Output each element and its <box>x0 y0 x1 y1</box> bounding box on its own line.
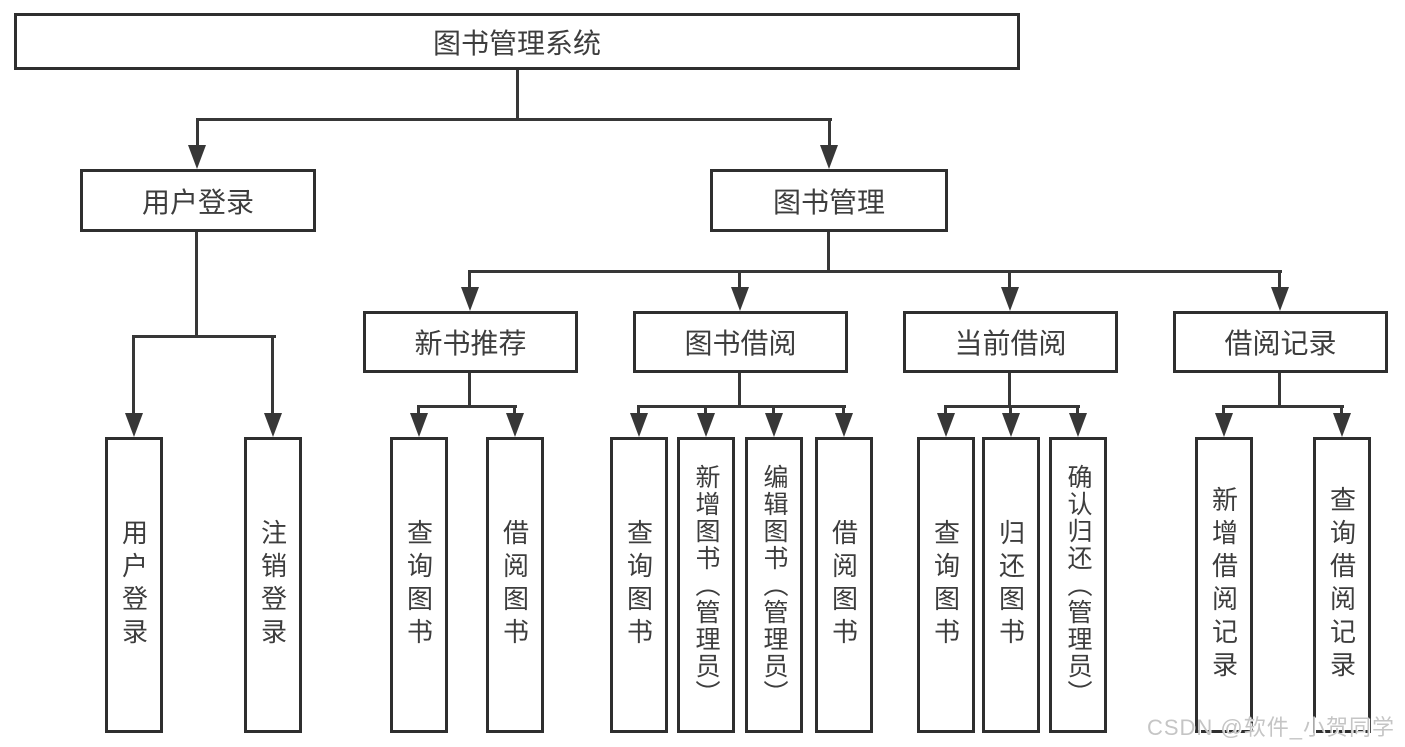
edge-arrow-down-icon <box>697 413 715 437</box>
edge-arrow-down-icon <box>937 413 955 437</box>
edge-line <box>944 407 947 416</box>
leaf-borrow-books-2: 借阅图书 <box>815 437 873 733</box>
edge-arrow-down-icon <box>835 413 853 437</box>
node-user-login: 用户登录 <box>80 169 316 232</box>
node-new-book-recommend: 新书推荐 <box>363 311 578 373</box>
edge-arrow-down-icon <box>1002 413 1020 437</box>
edge-line <box>828 120 831 148</box>
edge-line <box>637 407 640 416</box>
leaf-edit-book-admin: 编辑图书（管理员） <box>745 437 803 733</box>
leaf-borrow-books-1: 借阅图书 <box>486 437 544 733</box>
edge-line <box>417 405 517 408</box>
edge-line <box>1076 407 1079 416</box>
edge-arrow-down-icon <box>820 145 838 169</box>
leaf-add-book-admin: 新增图书（管理员） <box>677 437 735 733</box>
edge-arrow-down-icon <box>1069 413 1087 437</box>
edge-line <box>637 405 846 408</box>
edge-line <box>195 232 198 337</box>
edge-arrow-down-icon <box>731 287 749 311</box>
node-borrow-records: 借阅记录 <box>1173 311 1388 373</box>
leaf-query-books-1: 查询图书 <box>390 437 448 733</box>
edge-arrow-down-icon <box>125 413 143 437</box>
edge-arrow-down-icon <box>1215 413 1233 437</box>
edge-line <box>944 405 1080 408</box>
edge-line <box>196 120 199 148</box>
edge-line <box>513 407 516 416</box>
leaf-user-login: 用户登录 <box>105 437 163 733</box>
edge-arrow-down-icon <box>1001 287 1019 311</box>
edge-line <box>772 407 775 416</box>
edge-line <box>827 232 830 272</box>
watermark: CSDN @软件_小贺同学 <box>1146 715 1395 740</box>
edge-arrow-down-icon <box>630 413 648 437</box>
edge-line <box>1008 272 1011 289</box>
leaf-confirm-return-admin: 确认归还（管理员） <box>1049 437 1107 733</box>
edge-arrow-down-icon <box>765 413 783 437</box>
edge-line <box>132 335 276 338</box>
node-current-borrow: 当前借阅 <box>903 311 1118 373</box>
leaf-add-borrow-record: 新增借阅记录 <box>1195 437 1253 733</box>
edge-line <box>468 373 471 408</box>
edge-arrow-down-icon <box>264 413 282 437</box>
leaf-return-books: 归还图书 <box>982 437 1040 733</box>
edge-line <box>738 272 741 289</box>
edge-line <box>1278 373 1281 408</box>
leaf-query-borrow-record: 查询借阅记录 <box>1313 437 1371 733</box>
edge-line <box>1222 407 1225 416</box>
edge-line <box>132 337 135 415</box>
edge-line <box>196 118 832 121</box>
leaf-query-books-3: 查询图书 <box>917 437 975 733</box>
edge-line <box>1340 407 1343 416</box>
edge-arrow-down-icon <box>506 413 524 437</box>
edge-line <box>468 270 1282 273</box>
edge-arrow-down-icon <box>461 287 479 311</box>
edge-line <box>1009 407 1012 416</box>
node-library-management-system: 图书管理系统 <box>14 13 1020 70</box>
edge-line <box>417 407 420 416</box>
edge-line <box>1222 405 1344 408</box>
edge-line <box>468 272 471 289</box>
edge-line <box>738 373 741 408</box>
edge-arrow-down-icon <box>188 145 206 169</box>
edge-line <box>842 407 845 416</box>
edge-line <box>1278 272 1281 289</box>
edge-arrow-down-icon <box>1333 413 1351 437</box>
edge-line <box>516 70 519 120</box>
edge-line <box>271 337 274 415</box>
edge-line <box>1008 373 1011 408</box>
node-book-management: 图书管理 <box>710 169 948 232</box>
edge-arrow-down-icon <box>410 413 428 437</box>
node-book-borrow: 图书借阅 <box>633 311 848 373</box>
edge-arrow-down-icon <box>1271 287 1289 311</box>
leaf-logout-login: 注销登录 <box>244 437 302 733</box>
edge-line <box>704 407 707 416</box>
leaf-query-books-2: 查询图书 <box>610 437 668 733</box>
